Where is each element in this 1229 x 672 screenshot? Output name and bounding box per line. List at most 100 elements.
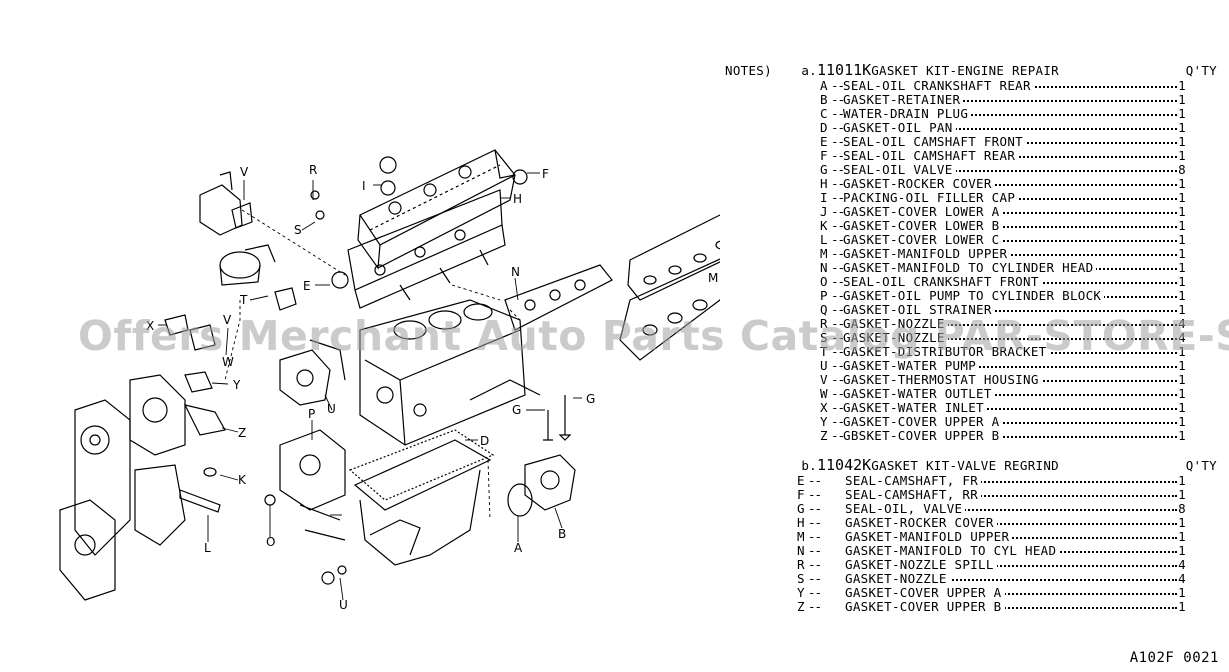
item-separator: -- (831, 106, 845, 121)
label-t: T (239, 293, 248, 307)
label-a: A (514, 541, 523, 555)
item-key: L (820, 232, 828, 247)
kit-b-title: GASKET KIT-VALVE REGRIND (871, 458, 1060, 473)
item-description: GASKET-MANIFOLD UPPER (845, 530, 1013, 544)
item-key: D (820, 120, 828, 135)
item-key: R (820, 316, 828, 331)
dot-leader (843, 436, 1177, 438)
item-qty: 1 (1178, 246, 1186, 261)
dot-leader (845, 523, 1177, 525)
item-separator: -- (808, 585, 822, 600)
item-qty: 1 (1178, 414, 1186, 429)
item-separator: -- (831, 92, 845, 107)
item-description: SEAL-OIL CAMSHAFT FRONT (843, 135, 1026, 149)
reference-code: A102F 0021 (1129, 650, 1219, 666)
dot-leader (843, 226, 1177, 228)
item-separator: -- (831, 372, 845, 387)
kit-a-title: GASKET KIT-ENGINE REPAIR (871, 63, 1060, 78)
kit-a-letter: a. (801, 63, 817, 78)
kit-a-number: 11011K (817, 61, 872, 79)
item-separator: -- (808, 557, 822, 572)
label-h: H (513, 192, 522, 206)
item-key: G (820, 162, 828, 177)
item-description: SEAL-CAMSHAFT, FR (845, 474, 982, 488)
label-s: S (294, 223, 302, 237)
dot-leader (843, 170, 1177, 172)
small-gaskets-drawing (164, 156, 528, 585)
item-description: SEAL-OIL, VALVE (845, 502, 966, 516)
item-qty: 1 (1178, 204, 1186, 219)
label-u2: U (339, 598, 348, 612)
item-description: SEAL-OIL VALVE (843, 163, 956, 177)
item-key: V (820, 372, 828, 387)
manifold-drawing (619, 214, 720, 361)
item-key: F (820, 148, 828, 163)
dot-leader (843, 100, 1177, 102)
label-g2: G (586, 392, 595, 406)
notes-label: NOTES) (725, 63, 772, 78)
item-key: H (797, 515, 805, 530)
dot-leader (843, 310, 1177, 312)
item-separator: -- (831, 218, 845, 233)
item-key: E (797, 473, 805, 488)
item-separator: -- (831, 386, 845, 401)
item-description: GASKET-COVER UPPER A (845, 586, 1005, 600)
dot-leader (843, 394, 1177, 396)
item-separator: -- (831, 148, 845, 163)
item-qty: 1 (1178, 218, 1186, 233)
item-description: GASKET-COVER UPPER B (845, 600, 1005, 614)
label-p: P (308, 407, 315, 421)
item-qty: 1 (1178, 386, 1186, 401)
item-description: GASKET-RETAINER (843, 93, 964, 107)
item-separator: -- (808, 543, 822, 558)
item-description: GASKET-MANIFOLD TO CYL HEAD (845, 544, 1060, 558)
item-qty: 4 (1178, 330, 1186, 345)
item-separator: -- (831, 274, 845, 289)
item-qty: 8 (1178, 501, 1186, 516)
item-key: O (820, 274, 828, 289)
dot-leader (845, 495, 1177, 497)
item-description: GASKET-WATER INLET (843, 401, 987, 415)
label-r: R (309, 163, 317, 177)
item-key: R (797, 557, 805, 572)
item-separator: -- (831, 162, 845, 177)
item-separator: -- (831, 316, 845, 331)
rocker-cover-drawing (357, 149, 516, 270)
item-description: GASKET-NOZZLE SPILL (845, 558, 997, 572)
item-key: S (820, 330, 828, 345)
item-key: Q (820, 302, 828, 317)
item-key: K (820, 218, 828, 233)
dot-leader (845, 565, 1177, 567)
item-key: C (820, 106, 828, 121)
item-key: G (797, 501, 805, 516)
item-key: J (820, 204, 828, 219)
item-description: WATER-DRAIN PLUG (843, 107, 972, 121)
item-description: GASKET-OIL PAN (843, 121, 956, 135)
item-description: GASKET-COVER UPPER A (843, 415, 1003, 429)
item-separator: -- (831, 400, 845, 415)
item-qty: 1 (1178, 78, 1186, 93)
item-key: Z (797, 599, 805, 614)
label-e: E (303, 279, 311, 293)
water-pump-drawing (279, 339, 346, 406)
item-key: X (820, 400, 828, 415)
item-qty: 4 (1178, 316, 1186, 331)
cylinder-head-drawing (347, 189, 506, 309)
item-description: GASKET-ROCKER COVER (843, 177, 995, 191)
cylinder-block-drawing (359, 299, 541, 446)
item-description: SEAL-OIL CAMSHAFT REAR (843, 149, 1019, 163)
item-separator: -- (808, 529, 822, 544)
